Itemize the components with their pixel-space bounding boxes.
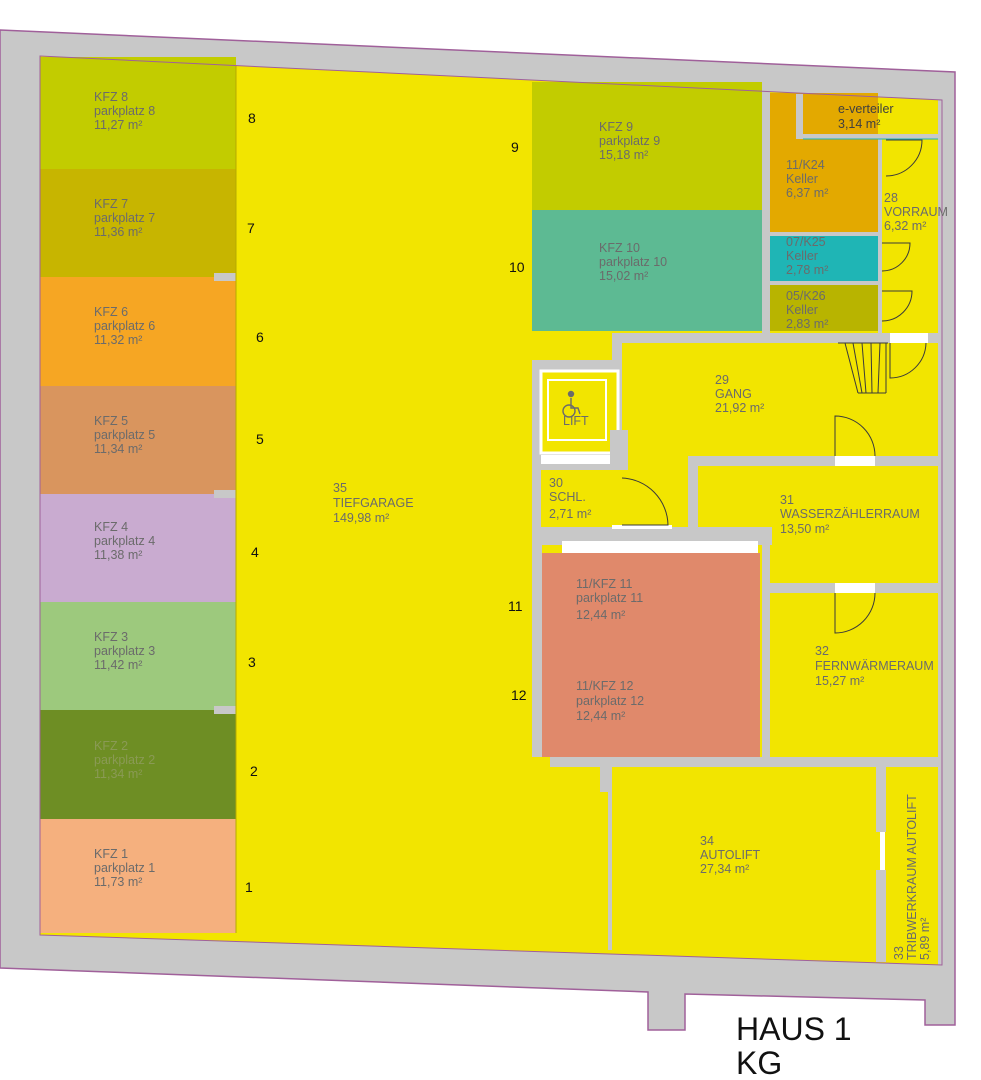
kfz1-area (40, 819, 236, 933)
keller24-area (770, 93, 878, 235)
space-number-1: 1 (245, 879, 253, 895)
space-number-5: 5 (256, 431, 264, 447)
wall (770, 281, 878, 285)
kfz2-area (40, 710, 236, 819)
space-number-8: 8 (248, 110, 256, 126)
lift-cabin (547, 379, 607, 441)
space-number-11: 11 (508, 598, 523, 614)
keller25-area (770, 236, 878, 281)
kfz6-area (40, 277, 236, 386)
wall (878, 138, 882, 333)
space-number-3: 3 (248, 654, 256, 670)
wall (770, 232, 878, 236)
kfz9-area (532, 82, 762, 210)
wall (532, 545, 542, 757)
door-opening (890, 333, 928, 343)
kfz7-area (40, 169, 236, 277)
kfz10-area (532, 210, 762, 331)
door-opening (835, 583, 875, 593)
wall (796, 94, 803, 136)
space-number-2: 2 (250, 763, 258, 779)
wall (532, 527, 772, 545)
wall (612, 333, 942, 343)
wall (600, 767, 610, 792)
lift-door-bar (541, 455, 618, 464)
kfz8-area (40, 57, 236, 169)
wall-nub (214, 273, 236, 281)
space-number-10: 10 (509, 259, 525, 275)
space-number-7: 7 (247, 220, 255, 236)
wall (612, 525, 672, 529)
wall (796, 134, 938, 139)
wall (688, 456, 942, 466)
interior-outline (39, 55, 943, 966)
kfz11-12-area (532, 553, 760, 757)
wall (610, 430, 628, 470)
keller26-area (770, 285, 878, 331)
wall (612, 333, 622, 368)
building-title: HAUS 1 (736, 1011, 852, 1047)
wall (762, 86, 770, 341)
door-opening (835, 456, 875, 466)
lift-label: LIFT (563, 414, 589, 428)
space-number-4: 4 (251, 544, 259, 560)
wall (876, 870, 886, 962)
space-number-12: 12 (511, 687, 527, 703)
wall (876, 767, 886, 832)
floor-title: KG (736, 1045, 782, 1080)
wheelchair-icon (562, 390, 581, 418)
wall (688, 456, 698, 531)
wall (938, 100, 948, 965)
door-opening (880, 832, 885, 870)
space-number-9: 9 (511, 139, 519, 155)
schl-area (541, 470, 622, 536)
svg-text:TRIBWERKRAUM AUTOLIFT: TRIBWERKRAUM AUTOLIFT (905, 794, 919, 960)
stairs (838, 342, 888, 394)
door-swings (621, 139, 927, 634)
wall (550, 757, 942, 767)
svg-text:5,89 m²: 5,89 m² (918, 918, 932, 960)
kfz3-area (40, 602, 236, 710)
kfz5-area (40, 386, 236, 494)
wall-nub (214, 490, 236, 498)
svg-text:33: 33 (892, 946, 906, 960)
kfz4-area (40, 494, 236, 602)
door-opening (562, 541, 758, 553)
wall (608, 767, 612, 950)
tribwerk-label: 33 TRIBWERKRAUM AUTOLIFT 5,89 m² (892, 794, 932, 960)
wall (762, 545, 770, 760)
wall-nub (214, 706, 236, 714)
space-number-6: 6 (256, 329, 264, 345)
